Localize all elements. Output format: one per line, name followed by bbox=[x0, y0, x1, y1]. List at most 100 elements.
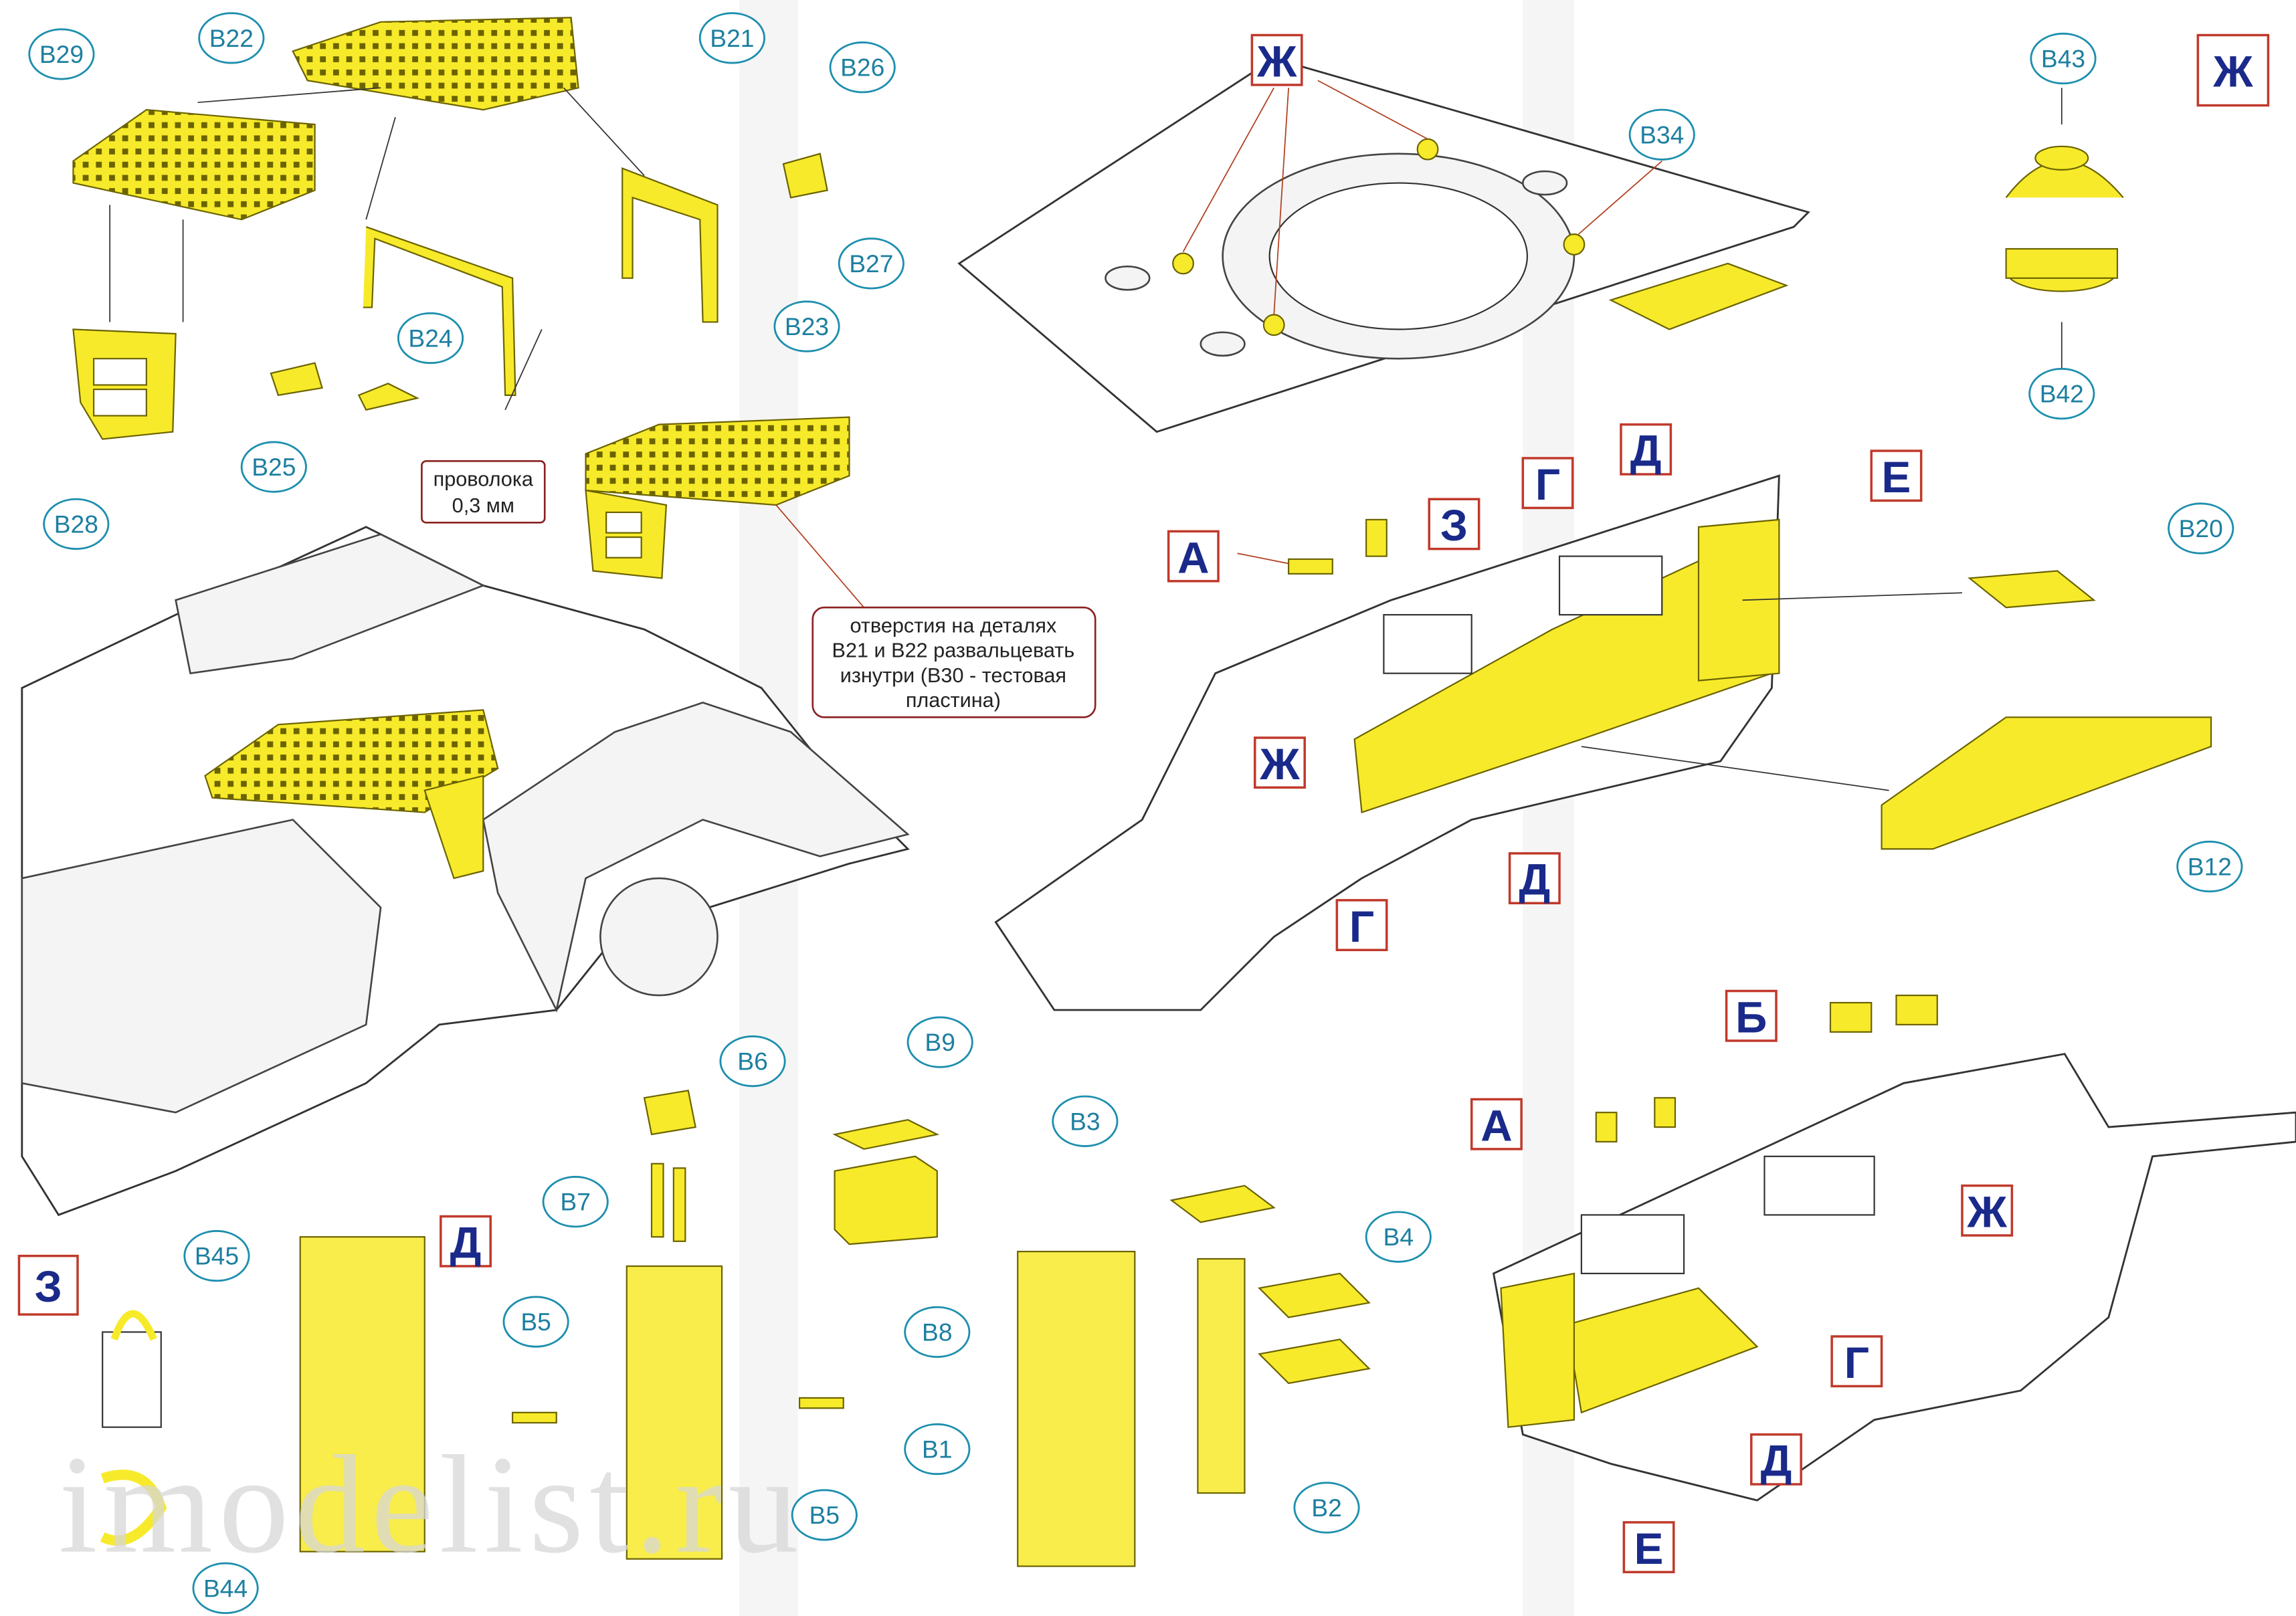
part-label-b44: B44 bbox=[192, 1562, 259, 1615]
part-label-text: B24 bbox=[408, 324, 452, 352]
part-label-b21: B21 bbox=[698, 12, 765, 64]
part-label-text: B26 bbox=[840, 54, 884, 82]
installed-platform bbox=[204, 709, 499, 813]
step-letter-box: Г bbox=[1521, 457, 1574, 510]
part-label-text: B12 bbox=[2188, 853, 2232, 881]
step-letter-box: Е bbox=[1622, 1521, 1675, 1574]
part-label-b25: B25 bbox=[240, 441, 307, 493]
step-letter-box: Г bbox=[1335, 899, 1388, 952]
holes-note-line1: отверстия на деталях bbox=[850, 614, 1057, 637]
part-b25b bbox=[357, 383, 420, 411]
part-label-b12: B12 bbox=[2176, 840, 2243, 893]
step-letter-box: Ж bbox=[2196, 33, 2270, 107]
part-label-text: B5 bbox=[520, 1308, 551, 1336]
part-label-b6: B6 bbox=[719, 1035, 786, 1088]
part-label-text: B25 bbox=[252, 453, 296, 481]
step-letter-text: Ж bbox=[2212, 47, 2253, 96]
part-label-b28: B28 bbox=[43, 498, 110, 550]
step-b42-b43 bbox=[2005, 88, 2124, 374]
part-label-text: B8 bbox=[922, 1318, 953, 1346]
assembled-platform-front bbox=[585, 489, 668, 579]
part-label-text: B1 bbox=[922, 1435, 953, 1463]
part-label-text: B45 bbox=[195, 1242, 239, 1270]
watermark: imodelist.ru bbox=[59, 1427, 805, 1583]
step-letter-box: Д bbox=[1620, 423, 1672, 476]
part-label-b3: B3 bbox=[1052, 1095, 1119, 1147]
holes-note-line4: пластина) bbox=[906, 689, 1001, 712]
part-label-text: B43 bbox=[2041, 45, 2085, 73]
step-letter-text: Г bbox=[1535, 460, 1560, 509]
step-letter-text: А bbox=[1177, 533, 1209, 582]
hull-interior-view bbox=[21, 526, 910, 1217]
part-label-text: B27 bbox=[849, 249, 893, 278]
wire-note-line2: 0,3 мм bbox=[452, 494, 514, 517]
part-label-text: B23 bbox=[785, 312, 829, 340]
part-label-text: B44 bbox=[203, 1574, 248, 1602]
part-label-b42: B42 bbox=[2028, 368, 2095, 420]
step-letter-box: Д bbox=[1508, 852, 1561, 904]
step-letter-text: Ж bbox=[1967, 1188, 2008, 1237]
step-letter-box: Ж bbox=[1250, 33, 1303, 86]
part-b24 bbox=[363, 226, 516, 396]
part-label-b45: B45 bbox=[183, 1230, 250, 1282]
part-label-b27: B27 bbox=[838, 237, 904, 290]
part-label-text: B42 bbox=[2040, 380, 2084, 408]
step-letter-box: Б bbox=[1725, 989, 1778, 1042]
part-label-text: B5 bbox=[809, 1501, 840, 1529]
part-label-b2: B2 bbox=[1293, 1482, 1360, 1534]
wire-note: проволока 0,3 мм bbox=[421, 460, 546, 524]
part-b22-grid bbox=[72, 109, 316, 221]
step-letter-box: А bbox=[1167, 530, 1220, 583]
step-letter-box: Д bbox=[440, 1215, 492, 1268]
step-letter-box: З bbox=[1428, 498, 1480, 550]
step-letter-box: А bbox=[1470, 1098, 1523, 1150]
part-b26 bbox=[782, 153, 828, 199]
part-label-text: B21 bbox=[710, 24, 754, 52]
part-label-text: B9 bbox=[925, 1028, 955, 1056]
part-label-b20: B20 bbox=[2168, 502, 2234, 554]
part-label-b5: B5 bbox=[502, 1296, 569, 1348]
part-label-text: B29 bbox=[39, 40, 84, 68]
part-label-b23: B23 bbox=[773, 300, 840, 352]
holes-note-line2: B21 и B22 развальцевать bbox=[832, 639, 1075, 662]
part-label-b7: B7 bbox=[542, 1176, 609, 1228]
part-label-b5: B5 bbox=[791, 1489, 858, 1541]
part-label-text: B20 bbox=[2179, 514, 2223, 542]
side-wall-left-view bbox=[1492, 995, 2296, 1502]
step-letter-text: Б bbox=[1735, 993, 1767, 1041]
step-letter-box: Е bbox=[1870, 449, 1923, 502]
part-label-b4: B4 bbox=[1365, 1211, 1432, 1263]
step-letter-text: Д bbox=[1630, 427, 1662, 476]
step-platform-parts bbox=[72, 17, 865, 608]
step-letter-box: Д bbox=[1750, 1433, 1802, 1486]
step-letter-text: Г bbox=[1349, 902, 1374, 951]
step-racks bbox=[100, 1090, 1371, 1567]
step-letter-box: Г bbox=[1830, 1335, 1883, 1388]
part-label-text: B28 bbox=[54, 510, 98, 538]
step-roof-hatch bbox=[957, 57, 1810, 433]
part-b23 bbox=[621, 167, 719, 323]
step-letter-text: Ж bbox=[1259, 740, 1300, 789]
part-label-b34: B34 bbox=[1628, 108, 1695, 161]
holes-note: отверстия на деталях B21 и B22 развальце… bbox=[811, 606, 1096, 718]
step-letter-text: А bbox=[1480, 1101, 1512, 1150]
wire-note-line1: проволока bbox=[434, 468, 534, 491]
part-label-b9: B9 bbox=[906, 1016, 973, 1068]
step-letter-text: Ж bbox=[1256, 37, 1297, 86]
part-label-b24: B24 bbox=[397, 312, 464, 365]
step-letter-text: З bbox=[35, 1262, 62, 1311]
part-label-text: B7 bbox=[560, 1188, 591, 1216]
step-letter-text: Д bbox=[1519, 855, 1550, 904]
part-label-b1: B1 bbox=[904, 1423, 971, 1476]
part-label-text: B34 bbox=[1640, 120, 1684, 148]
side-wall-right-view bbox=[994, 474, 2212, 1011]
step-letter-text: З bbox=[1440, 501, 1468, 550]
part-label-text: B22 bbox=[209, 24, 254, 52]
part-b21-grid bbox=[292, 17, 579, 111]
part-label-text: B3 bbox=[1070, 1107, 1101, 1135]
step-letter-box: Ж bbox=[1961, 1184, 2014, 1237]
step-letter-text: Е bbox=[1882, 453, 1911, 502]
